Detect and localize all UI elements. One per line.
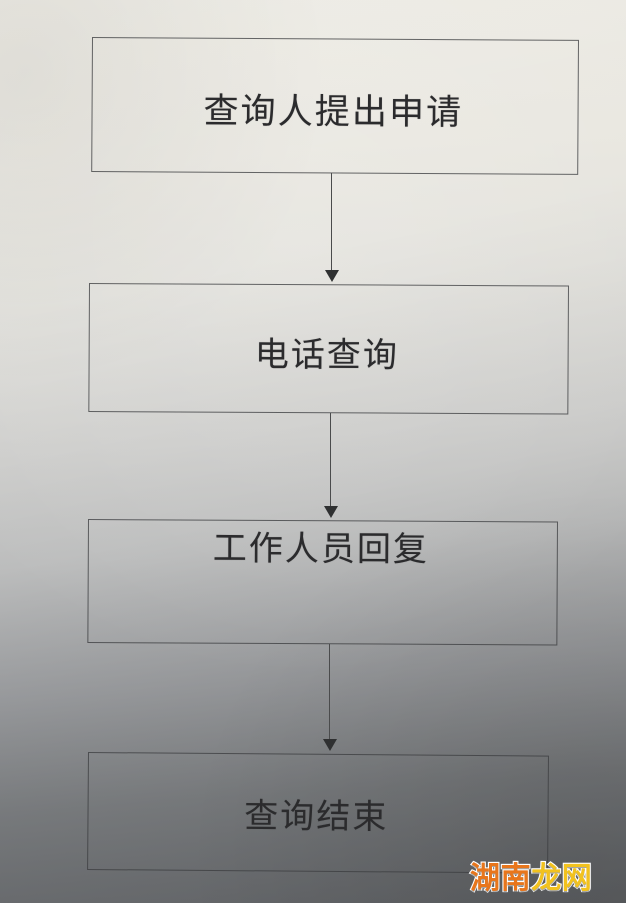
flow-edge-3-line bbox=[329, 644, 330, 742]
flow-node-3-label: 工作人员回复 bbox=[212, 528, 430, 570]
flow-edge-1-line bbox=[331, 173, 332, 273]
watermark: 湖南龙网 bbox=[469, 853, 593, 897]
watermark-part-a: 湖南 bbox=[469, 860, 532, 897]
flow-node-2-label: 电话查询 bbox=[254, 334, 400, 376]
watermark-part-b: 龙网 bbox=[530, 860, 593, 897]
flow-node-4-label: 查询结束 bbox=[244, 796, 389, 838]
flow-node-1-label: 查询人提出申请 bbox=[203, 91, 464, 134]
flow-edge-2-line bbox=[330, 413, 331, 509]
flow-edge-1-arrowhead bbox=[325, 270, 339, 282]
flow-edge-2-arrowhead bbox=[324, 506, 338, 518]
flow-edge-3-arrowhead bbox=[323, 739, 337, 751]
